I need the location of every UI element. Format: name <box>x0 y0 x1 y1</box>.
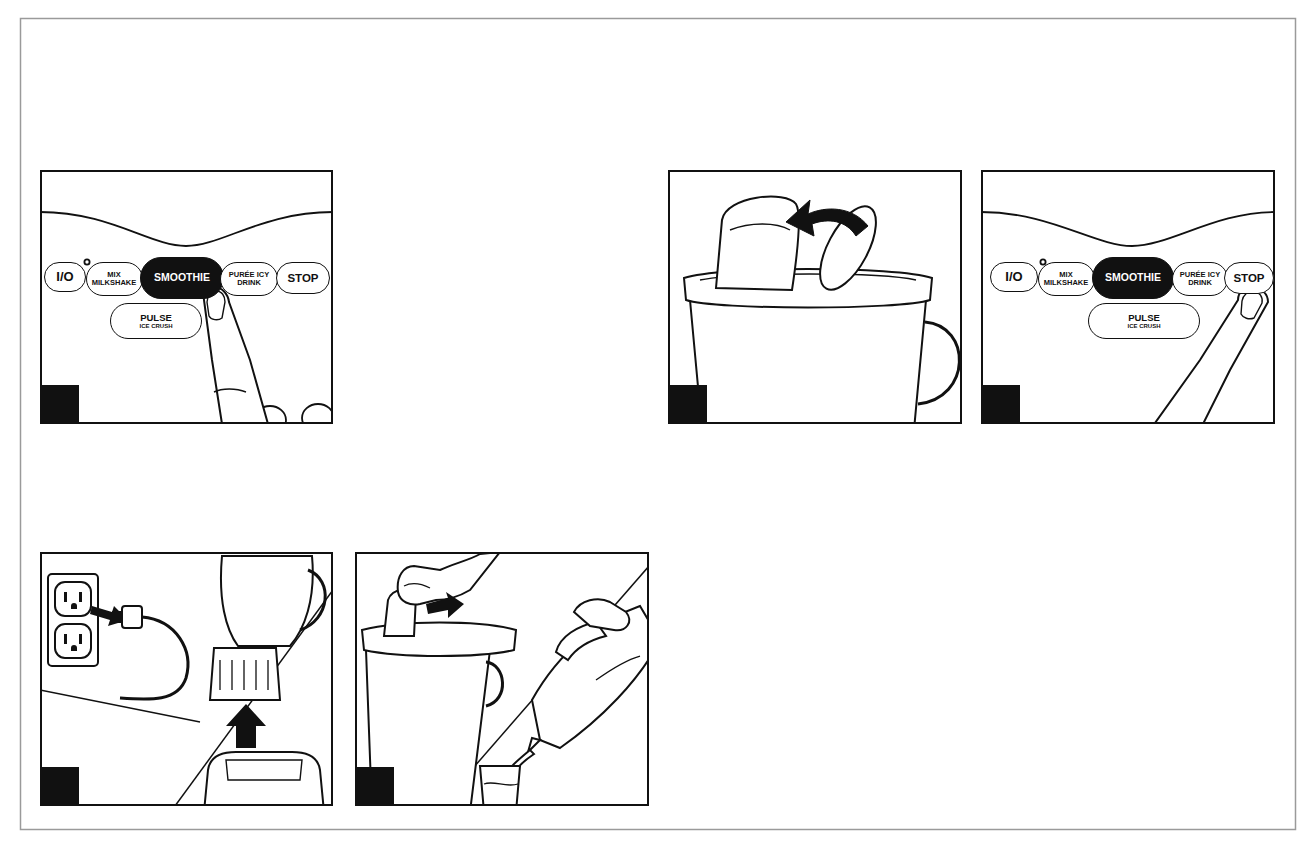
mode-button: MIX MILKSHAKE <box>1038 262 1095 296</box>
button-label-group: MIX MILKSHAKE <box>1044 271 1089 287</box>
button-label-group: SMOOTHIE <box>146 272 218 283</box>
stop-button: STOP <box>1224 262 1274 294</box>
button-label: ICE CRUSH <box>116 323 196 329</box>
button-label: PULSE <box>116 313 196 323</box>
button-label: I/O <box>50 270 80 284</box>
button-label-group: I/O <box>50 270 80 284</box>
control-panel-figure <box>981 171 1275 430</box>
pour-figure <box>356 552 660 812</box>
button-label: MIX MILKSHAKE <box>92 271 137 287</box>
button-label: PURÉE ICY DRINK <box>226 271 272 287</box>
button-label: SMOOTHIE <box>146 272 218 283</box>
button-label: STOP <box>282 272 324 284</box>
button-label-group: I/O <box>996 270 1032 284</box>
power-button: I/O <box>44 262 86 292</box>
control-panel-figure <box>40 171 334 434</box>
button-label: ICE CRUSH <box>1094 323 1194 329</box>
button-label-group: PURÉE ICY DRINK <box>226 271 272 287</box>
button-label: PULSE <box>1094 313 1194 323</box>
button-label-group: MIX MILKSHAKE <box>92 271 137 287</box>
button-label-group: PULSEICE CRUSH <box>1094 313 1194 329</box>
stop-button: STOP <box>276 262 330 294</box>
lid-cap-figure <box>669 171 961 430</box>
button-label-group: SMOOTHIE <box>1098 272 1168 283</box>
button-label: PURÉE ICY DRINK <box>1178 271 1222 287</box>
unplug-lift-figure <box>40 553 333 812</box>
button-label: MIX MILKSHAKE <box>1044 271 1089 287</box>
button-label-group: PULSEICE CRUSH <box>116 313 196 329</box>
button-label: STOP <box>1230 272 1268 284</box>
button-label: SMOOTHIE <box>1098 272 1168 283</box>
button-label: I/O <box>996 270 1032 284</box>
pulse-button: PULSEICE CRUSH <box>1088 303 1200 339</box>
page-frame <box>21 19 1296 830</box>
button-label-group: STOP <box>282 272 324 284</box>
mode-button: PURÉE ICY DRINK <box>1172 262 1228 296</box>
button-label-group: STOP <box>1230 272 1268 284</box>
mode-button: PURÉE ICY DRINK <box>220 262 278 296</box>
mode-button: SMOOTHIE <box>1092 257 1174 299</box>
power-button: I/O <box>990 262 1038 292</box>
mode-button: MIX MILKSHAKE <box>86 262 143 296</box>
mode-button: SMOOTHIE <box>140 257 224 299</box>
button-label-group: PURÉE ICY DRINK <box>1178 271 1222 287</box>
pulse-button: PULSEICE CRUSH <box>110 303 202 339</box>
